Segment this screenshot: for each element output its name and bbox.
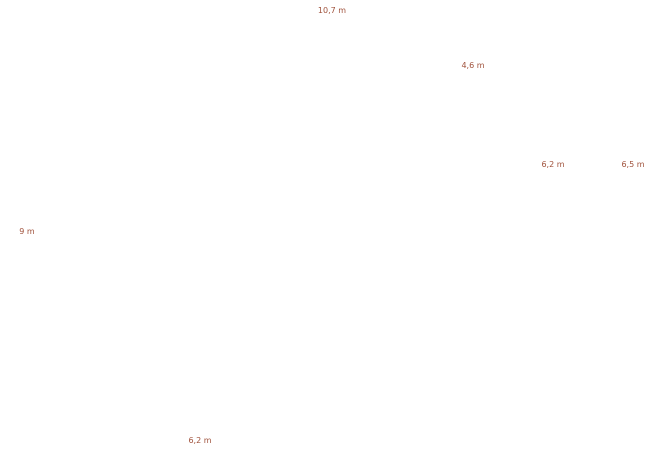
dimension-label-bottom: 6,2 m [188,436,212,445]
dimension-label-left: 9 m [19,227,35,236]
dimension-label-top: 10,7 m [317,6,347,15]
dimension-label-upper-right: 4,6 m [461,61,485,70]
dimension-label-mid-right-b: 6,5 m [621,160,645,169]
dimension-label-mid-right-a: 6,2 m [541,160,565,169]
